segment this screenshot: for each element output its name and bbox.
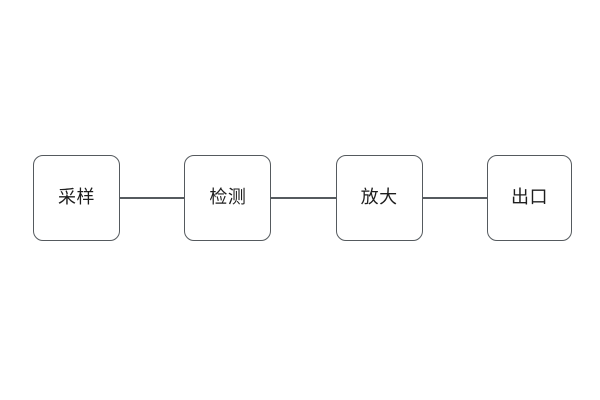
flow-chain: 采样 检测 放大 出口: [33, 155, 572, 241]
flow-node-detection[interactable]: 检测: [184, 155, 272, 241]
flow-node-label: 采样: [58, 187, 95, 208]
flow-node-label: 放大: [360, 187, 398, 208]
flow-node-amplification[interactable]: 放大: [335, 155, 423, 241]
flow-connector-amplification-output: [422, 155, 488, 241]
flow-node-output[interactable]: 出口: [486, 155, 572, 241]
flow-node-label: 出口: [510, 187, 548, 208]
flow-connector-detection-amplification: [271, 155, 336, 241]
flow-node-label: 检测: [209, 187, 247, 208]
flow-connector-sampling-detection: [120, 155, 185, 241]
flow-node-sampling[interactable]: 采样: [33, 155, 120, 241]
